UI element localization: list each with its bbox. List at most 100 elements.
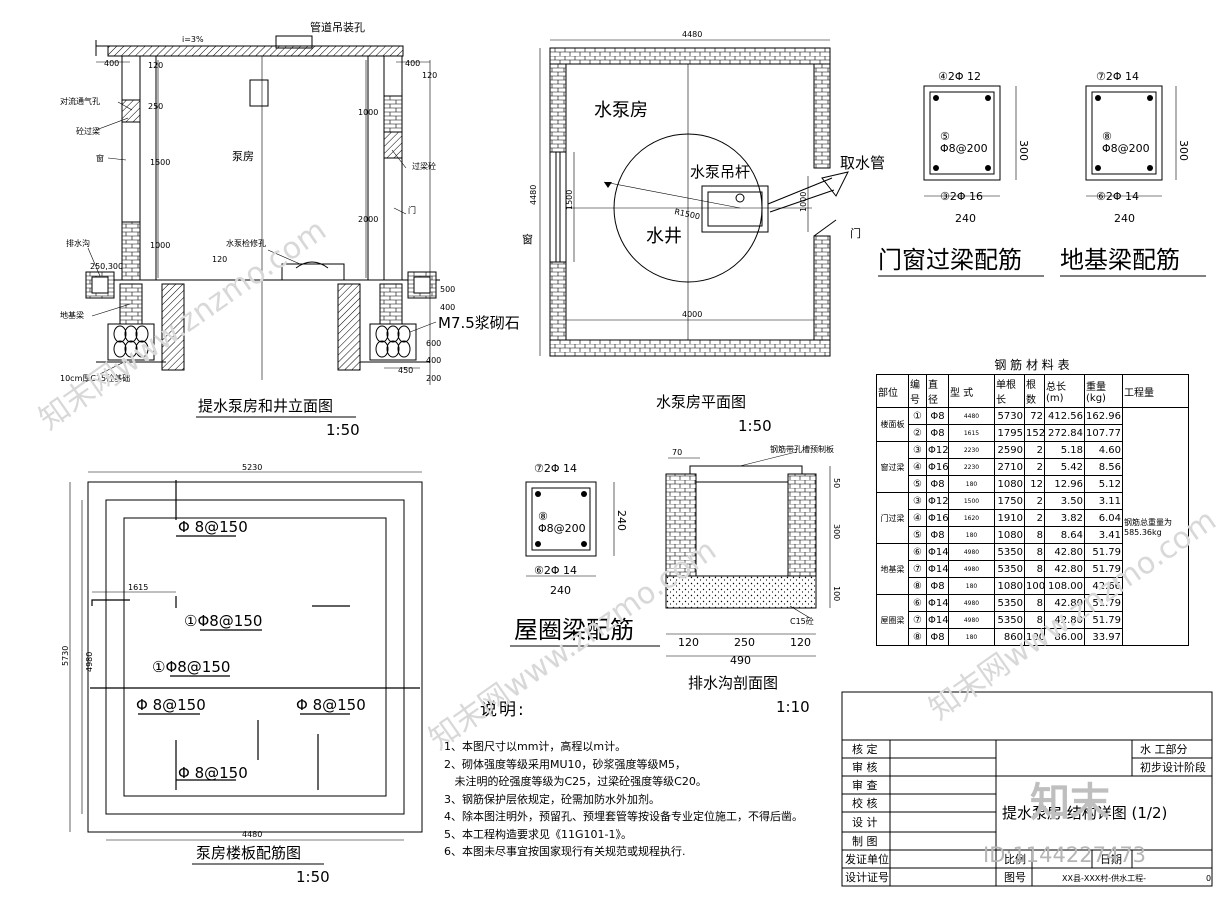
ringbeam-top-bars: ⑦2Φ 14 (534, 462, 577, 475)
rebar-cell: 860 (994, 628, 1025, 646)
rebar-cell: 152 (1024, 424, 1045, 442)
rebar-cell: 2 (1024, 492, 1045, 510)
rebar-cell: 12 (1024, 475, 1045, 493)
rebar-cell: 2 (1024, 458, 1045, 476)
tb-dept: 水 工部分 (1140, 742, 1188, 756)
rebar-cell: 8 (1024, 543, 1045, 561)
rebar-cell: Φ12 (926, 441, 949, 459)
rebar-shape: 180 (948, 526, 995, 544)
th-count: 根数 (1024, 374, 1045, 408)
rebar-cell: 42.80 (1044, 543, 1085, 561)
pump-pole-box (701, 185, 769, 233)
rebar-cell: 1080 (994, 475, 1025, 493)
dim-text: 300 (1177, 140, 1190, 161)
note-item: 2、砌体强度等级采用MU10，砂浆强度等级M5， (444, 757, 687, 771)
pump-access-hole (281, 263, 345, 281)
th-shape: 型 式 (948, 374, 995, 408)
note-item: 6、本图未尽事宜按国家现行有关规范或规程执行. (444, 845, 686, 858)
rebar-table-header: 部位 编号 直径 型 式 单根长 根数 总长(m) 重量(kg) 工程量 (876, 374, 1189, 408)
note-item: 1、本图尺寸以mm计，高程以m计。 (444, 740, 627, 753)
dim-text: 240 (550, 584, 571, 597)
rebar-table-title: 钢 筋 材 料 表 (994, 358, 1070, 372)
vent-label: 对流通气孔 (60, 96, 100, 106)
rebar-cell: ⑧ (908, 628, 927, 646)
rebar-cell: ③ (908, 492, 927, 510)
dim-text: 1000 (150, 241, 170, 250)
slab-scale: 1:50 (296, 868, 330, 886)
tb-row-label: 校 核 (852, 796, 878, 810)
dim-text: 4480 (242, 830, 262, 839)
slab-drawing: Φ 8@150 ①Φ8@150 ①Φ8@150 Φ 8@150 Φ 8@150 … (61, 463, 423, 886)
note-item: 未注明的砼强度等级为C25，过梁砼强度等级C20。 (444, 775, 707, 788)
pipe-hoist-hole (275, 35, 313, 49)
dim-text: 240 (615, 510, 628, 531)
rebar-cell: ⑦ (908, 560, 927, 578)
rebar-cell: 5.42 (1044, 458, 1085, 476)
dim-text: 240 (1114, 212, 1135, 225)
rebar-cell: 8 (1024, 526, 1045, 544)
dim-text: 4980 (85, 652, 94, 672)
dim-text: 120 (790, 636, 811, 649)
dim-text: 250,300 (90, 262, 123, 271)
dim-text: 50 (832, 478, 841, 488)
plan-drawing (539, 39, 849, 357)
rebar-cell: Φ16 (926, 509, 949, 527)
tb-drawing-title: 提水泵房 结构详图 (1/2) (1002, 804, 1167, 822)
dim-text: 100 (832, 586, 841, 601)
watermark-brand: 知末 (1030, 780, 1110, 826)
window-elev (121, 121, 141, 223)
plan-well-label: 水井 (646, 226, 682, 247)
rebar-cell: ④ (908, 458, 927, 476)
dim-text: 1500 (565, 190, 574, 210)
dim-text: 250 (734, 636, 755, 649)
rebar-cell: Φ8 (926, 424, 949, 442)
th-qty: 工程量 (1122, 374, 1189, 408)
rebar-cell: 1795 (994, 424, 1025, 442)
rebar-part: 门过梁 (876, 492, 909, 544)
dim-text: 450 (398, 366, 413, 375)
rebar-cell: 5.12 (1084, 475, 1123, 493)
rebar-cell: 51.79 (1084, 560, 1123, 578)
dim-text: 70 (672, 448, 682, 457)
rebar-shape: 1500 (948, 492, 995, 510)
tb-no-label: 图号 (1004, 871, 1026, 884)
rebar-cell: 162.96 (1084, 407, 1123, 425)
door-elev (383, 157, 403, 281)
dim-text: 1000 (358, 108, 378, 117)
rebar-cell: 1910 (994, 509, 1025, 527)
rebar-cell: Φ14 (926, 611, 949, 629)
th-dia: 直径 (926, 374, 949, 408)
th-part: 部位 (876, 374, 909, 408)
elevation-texts: 管道吊装孔 i=3% 对流通气孔 砼过梁 窗 泵房 过梁砼 门 排水沟 水泵检修… (60, 20, 520, 439)
rebar-cell: 1080 (994, 526, 1025, 544)
note-item: 5、本工程构造要求见《11G101-1》。 (444, 827, 632, 841)
tb-end-mark: 0 (1206, 874, 1211, 883)
rebar-cell: 107.77 (1084, 424, 1123, 442)
rebar-cell: 42.80 (1044, 560, 1085, 578)
foundation-beam-label: 地基梁 (60, 310, 84, 320)
rebar-cell: 8 (1024, 560, 1045, 578)
title-block (841, 691, 1213, 887)
tb-row-label: 设 计 (852, 816, 878, 829)
title-block-texts: 核 定 审 核 审 查 校 核 设 计 制 图 发证单位 设计证号 水 工部分 … (845, 742, 1211, 884)
th-len: 单根长 (994, 374, 1025, 408)
dim-text: 400 (426, 356, 441, 365)
tb-row-label: 审 查 (852, 778, 878, 792)
rebar-cell: ⑥ (908, 594, 927, 612)
room-label: 泵房 (232, 150, 254, 163)
rebar-cell: 51.79 (1084, 594, 1123, 612)
roof-slab (107, 45, 404, 57)
th-no: 编号 (908, 374, 927, 408)
tb-row-label: 发证单位 (845, 852, 889, 866)
footbeam-bottom-bars: ⑥2Φ 14 (1096, 190, 1139, 203)
rebar-shape: 1620 (948, 509, 995, 527)
dim-text: 1615 (128, 583, 148, 592)
rebar-shape: 180 (948, 628, 995, 646)
